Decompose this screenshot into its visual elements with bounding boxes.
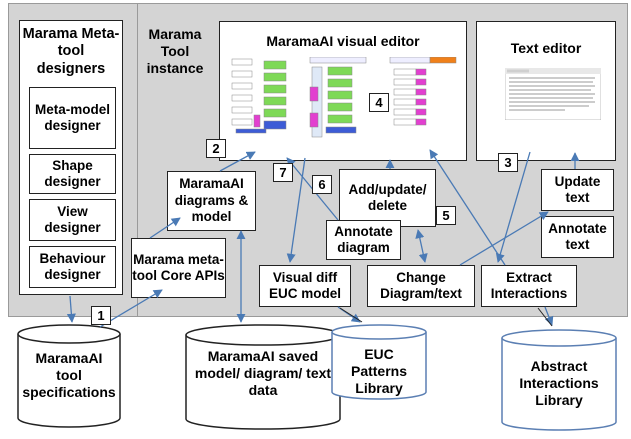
- diagrams-model-box: MaramaAI diagrams & model: [167, 171, 256, 231]
- step-number-6: 6: [312, 175, 332, 194]
- pointer-abstract: [537, 307, 553, 327]
- text-editor-thumbnail: [504, 67, 602, 121]
- extract-interactions-box: Extract Interactions: [481, 265, 577, 307]
- arrow-core-to-diagrams: [149, 217, 181, 239]
- core-apis-box: Marama meta-tool Core APIs: [131, 238, 226, 298]
- step-number-5: 5: [436, 206, 456, 225]
- arrow-designers-to-specs: [66, 295, 76, 323]
- view-designer: View designer: [29, 199, 116, 241]
- add-update-delete-box: Add/update/ delete: [339, 169, 436, 227]
- visual-editor-thumbnail: [230, 56, 460, 157]
- meta-model-designer: Meta-model designer: [29, 87, 116, 149]
- change-diagram-text-box: Change Diagram/text: [367, 265, 475, 307]
- arrow-change-to-update: [459, 211, 549, 266]
- arrow-diagrams-to-editor: [219, 151, 256, 172]
- euc-patterns-label: EUC Patterns Library: [350, 346, 408, 396]
- step-number-1: 1: [91, 306, 111, 325]
- visual-diff-box: Visual diff EUC model: [259, 265, 351, 307]
- step-number-3: 3: [498, 153, 518, 172]
- abstract-interactions-cylinder: [501, 329, 617, 431]
- step-number-2: 2: [206, 139, 226, 158]
- arrow-editor-to-visualdiff: [286, 157, 306, 263]
- visual-editor-title: MaramaAI visual editor: [266, 33, 420, 49]
- behaviour-designer: Behaviour designer: [29, 246, 116, 288]
- arrow-extract-to-abstract: [544, 306, 554, 326]
- step-number-4: 4: [369, 93, 389, 112]
- annotate-diagram-box: Annotate diagram: [326, 220, 401, 260]
- arrow-change-to-add: [415, 229, 428, 263]
- update-text-box: Update text: [541, 169, 614, 211]
- tool-instance-label: Marama Tool instance: [146, 26, 204, 77]
- arrow-text-to-extract: [495, 151, 531, 263]
- tool-specs-cylinder: [17, 324, 121, 428]
- shape-designer: Shape designer: [29, 154, 116, 194]
- saved-model-label: MaramaAI saved model/ diagram/ text data: [194, 348, 332, 398]
- annotate-text-box: Annotate text: [541, 216, 614, 258]
- pointer-euc: [339, 307, 363, 323]
- saved-model-cylinder: [185, 324, 341, 430]
- text-editor-title: Text editor: [510, 40, 582, 56]
- tool-specs-label: MaramaAI tool specifications: [22, 350, 116, 400]
- meta-designers-title: Marama Meta-tool designers: [22, 26, 120, 77]
- abstract-interactions-label: Abstract Interactions Library: [519, 358, 599, 408]
- step-number-7: 7: [273, 163, 293, 182]
- euc-patterns-cylinder: [331, 324, 427, 400]
